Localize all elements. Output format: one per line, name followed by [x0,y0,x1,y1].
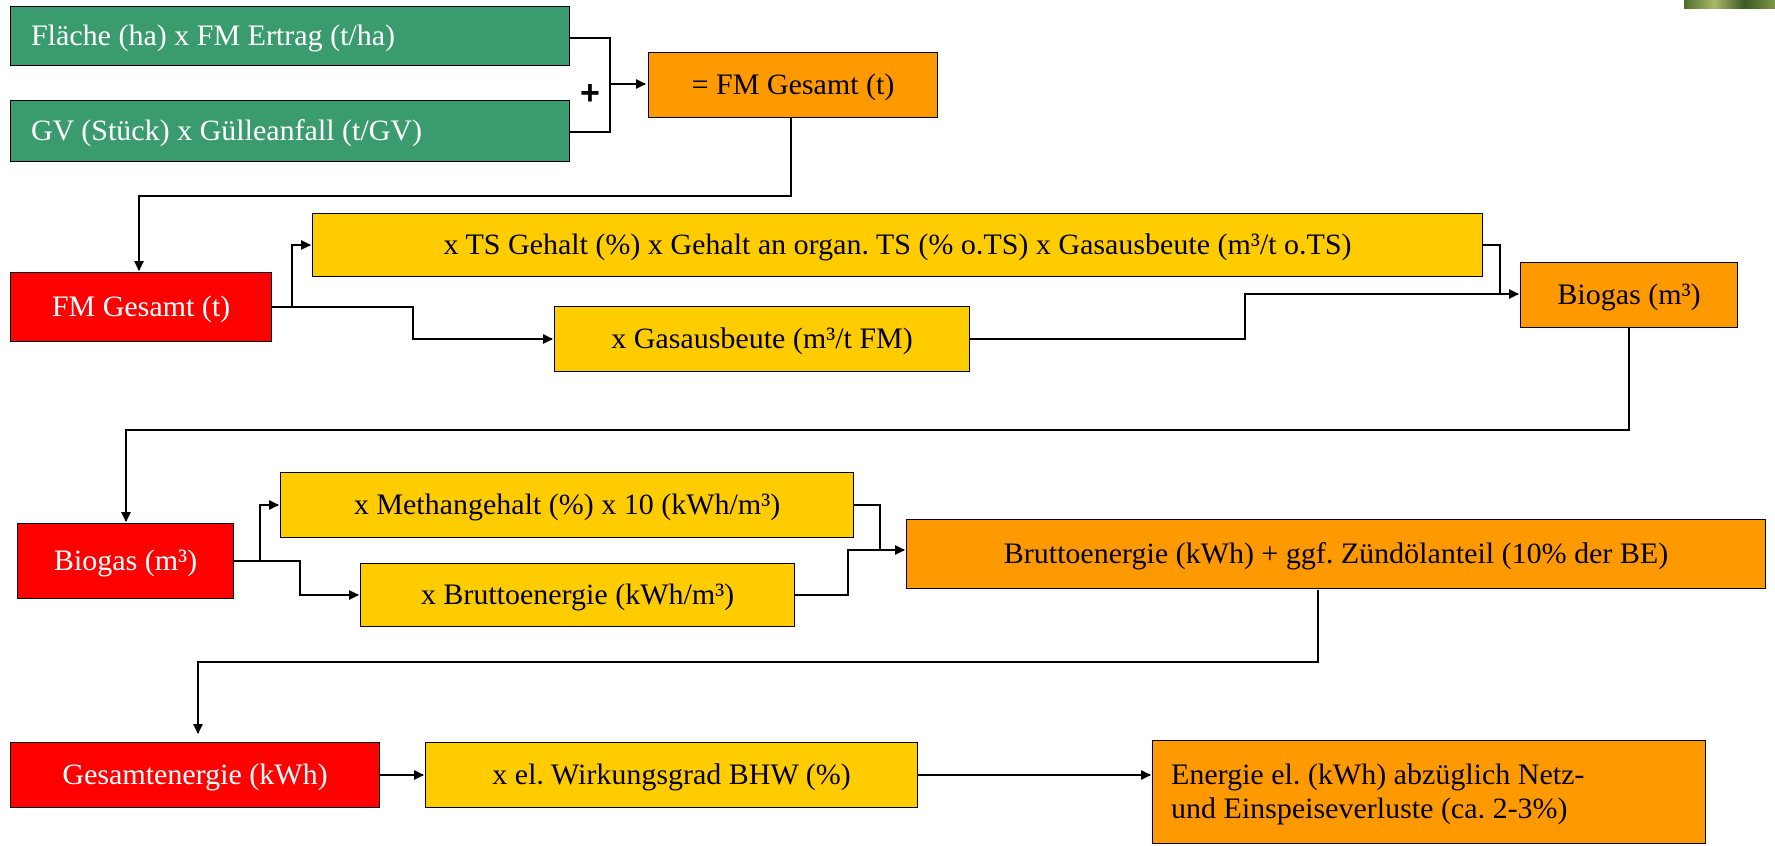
methane-box: x Methangehalt (%) x 10 (kWh/m³) [280,472,854,538]
connector-methane-to-gross [854,504,905,555]
area-yield-box: Fläche (ha) x FM Ertrag (t/ha) [10,6,570,66]
connector-livestock [570,84,611,133]
arrow-to-total-energy [193,590,1319,734]
connector-gasyield-to-biogas [970,293,1500,340]
total-energy-label: Gesamtenergie (kWh) [62,757,328,791]
arrow-to-fm-total [134,118,792,271]
gross-energy-factor-label: x Bruttoenergie (kWh/m³) [420,577,735,611]
fm-total-label: FM Gesamt (t) [51,289,231,323]
fm-total-box: FM Gesamt (t) [10,272,272,342]
fm-total-result-label: = FM Gesamt (t) [691,67,895,101]
arrow-to-biogas [121,328,1630,522]
gross-energy-result-box: Bruttoenergie (kWh) + ggf. Zündölanteil … [906,519,1766,589]
livestock-manure-box: GV (Stück) x Gülleanfall (t/GV) [10,100,570,162]
arrow-to-methane [234,500,279,562]
gas-yield-fm-label: x Gasausbeute (m³/t FM) [611,321,913,355]
arrow-to-gas-yield-fm [292,306,553,344]
methane-label: x Methangehalt (%) x 10 (kWh/m³) [353,487,781,521]
gas-yield-fm-box: x Gasausbeute (m³/t FM) [554,306,970,372]
livestock-manure-label: GV (Stück) x Gülleanfall (t/GV) [31,113,423,147]
total-energy-box: Gesamtenergie (kWh) [10,742,380,808]
arrow-to-ts-path [272,240,311,308]
connector-area-yield [570,37,611,84]
electric-energy-line2: und Einspeiseverluste (ca. 2-3%) [1171,792,1568,825]
arrow-to-gross-energy-factor [260,560,359,600]
efficiency-box: x el. Wirkungsgrad BHW (%) [425,742,918,808]
ts-path-box: x TS Gehalt (%) x Gehalt an organ. TS (%… [312,213,1483,277]
biogas-result-box: Biogas (m³) [1520,262,1738,328]
biogas-box: Biogas (m³) [17,523,234,599]
electric-energy-line1: Energie el. (kWh) abzüglich Netz- [1171,757,1585,791]
field-photo [1684,0,1775,9]
plus-sign: + [580,74,600,112]
biogas-result-label: Biogas (m³) [1557,277,1701,311]
biogas-label: Biogas (m³) [53,543,198,577]
connector-ts-to-biogas [1483,244,1519,299]
gross-energy-result-label: Bruttoenergie (kWh) + ggf. Zündölanteil … [1003,536,1669,570]
ts-path-label: x TS Gehalt (%) x Gehalt an organ. TS (%… [443,227,1352,261]
connector-grossfactor-to-gross [795,549,880,596]
efficiency-label: x el. Wirkungsgrad BHW (%) [492,757,851,791]
electric-energy-box: Energie el. (kWh) abzüglich Netz- und Ei… [1152,740,1706,844]
gross-energy-factor-box: x Bruttoenergie (kWh/m³) [360,563,795,627]
fm-total-result-box: = FM Gesamt (t) [648,52,938,118]
area-yield-label: Fläche (ha) x FM Ertrag (t/ha) [31,18,396,52]
